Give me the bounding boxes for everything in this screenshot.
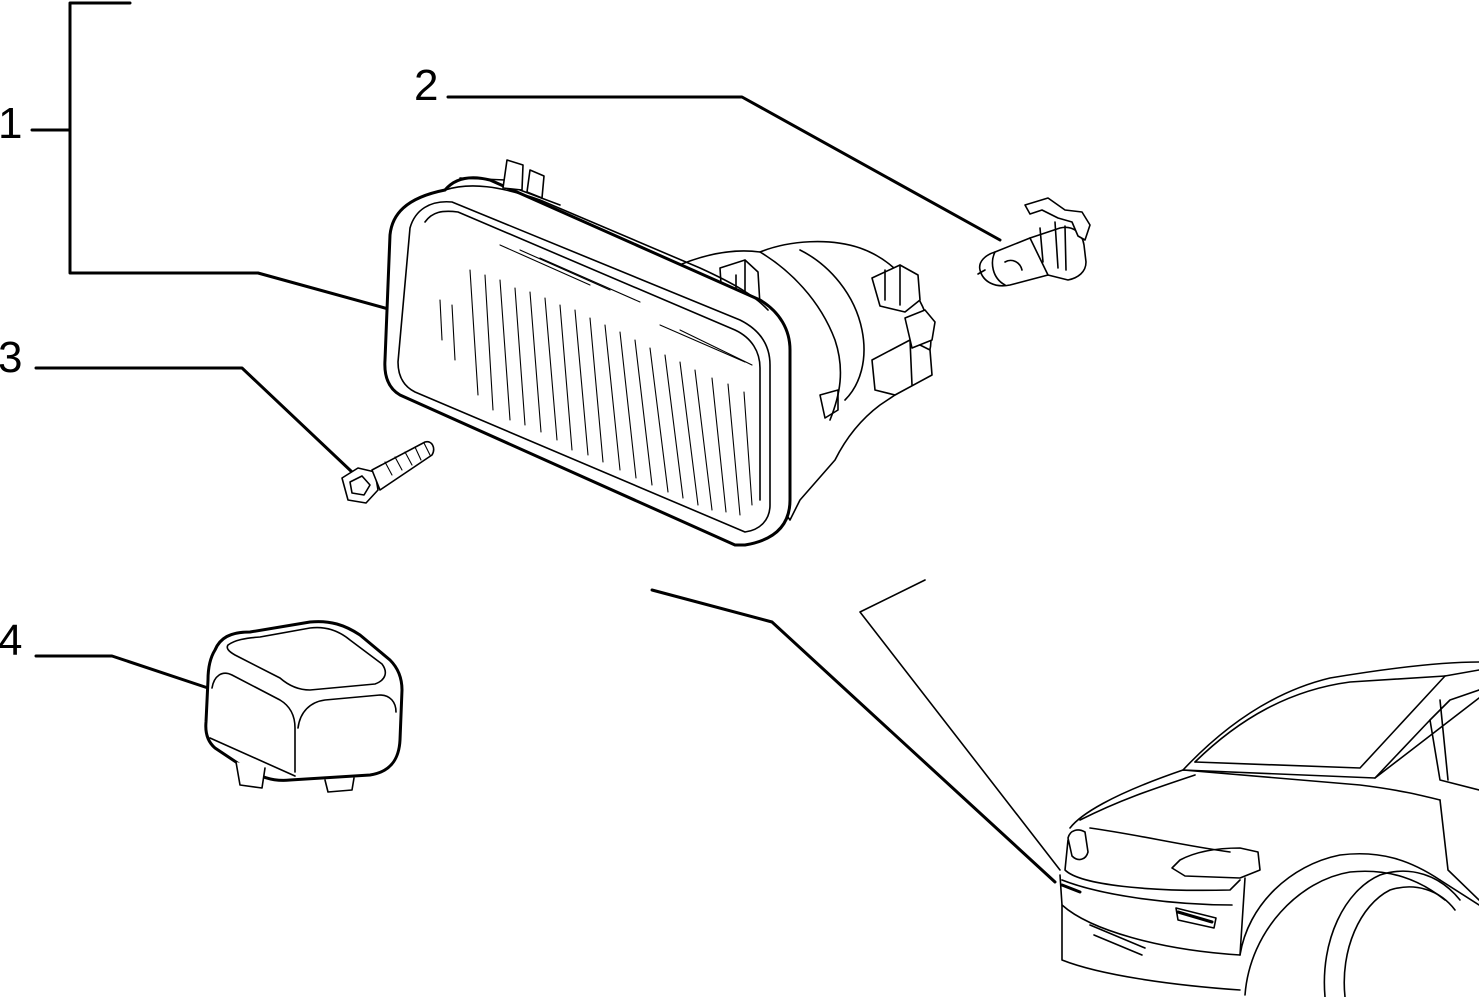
callout-4-label: 4 [0, 616, 22, 665]
car-location-view [1059, 661, 1479, 997]
bulb [977, 197, 1091, 287]
callout-3-label: 3 [0, 333, 22, 382]
callout-2-label: 2 [414, 61, 438, 110]
headlight-assembly [383, 159, 936, 547]
lens-texture [439, 244, 753, 516]
leader-line-2 [446, 95, 1002, 242]
leader-line-4 [34, 654, 210, 690]
leader-line-3 [34, 366, 354, 474]
callout-1-label: 1 [0, 99, 22, 148]
location-pointer-thin [859, 579, 1061, 871]
relay [204, 620, 404, 793]
mounting-screw [341, 440, 435, 504]
location-pointer-bold [650, 588, 1057, 884]
leader-line-1 [30, 1, 394, 312]
